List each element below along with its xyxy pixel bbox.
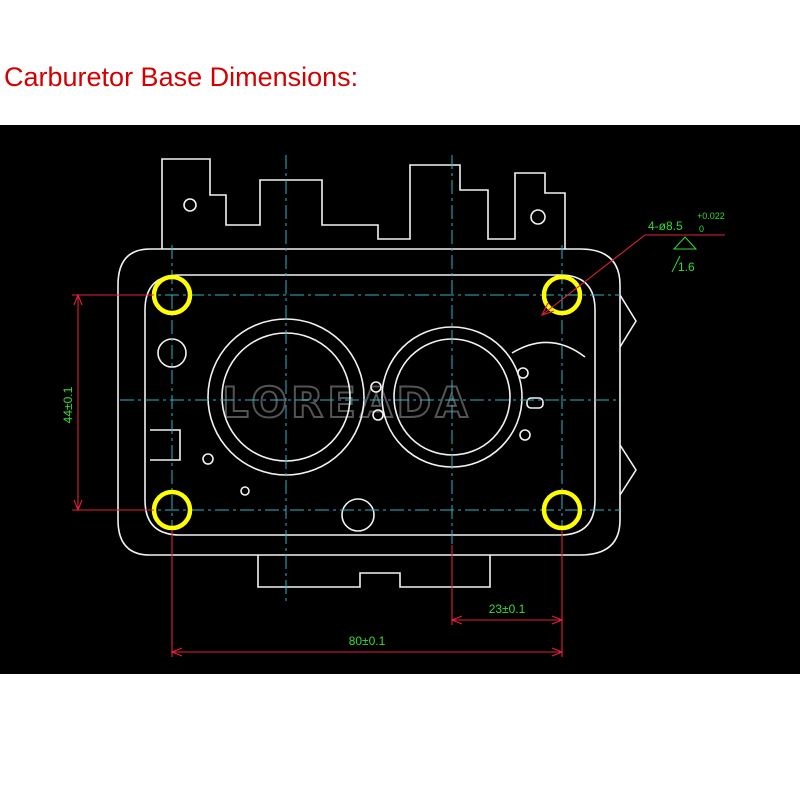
right-lug-top xyxy=(619,294,637,348)
technical-drawing: LOREADA xyxy=(0,125,800,674)
arrow-23-left xyxy=(450,615,463,625)
hole-callout-text: 4-ø8.5 xyxy=(648,219,683,233)
top-boss-left xyxy=(161,158,566,249)
small-hole-5 xyxy=(517,367,529,379)
boss-hole-right xyxy=(530,209,546,225)
left-notch xyxy=(150,429,181,461)
small-hole-1 xyxy=(202,453,214,465)
small-hole-4 xyxy=(372,409,384,421)
arrow-down xyxy=(73,499,83,512)
arrow-80-left xyxy=(170,647,183,657)
hole-callout-tol-lower: 0 xyxy=(699,224,704,234)
mounting-hole-bottom-right xyxy=(541,489,583,531)
page-title: Carburetor Base Dimensions: xyxy=(4,62,359,92)
hole-callout-tol-upper: +0.022 xyxy=(697,211,725,221)
roughness-triangle xyxy=(672,236,698,250)
right-lug-bottom xyxy=(619,444,637,496)
bottom-port xyxy=(341,498,375,532)
base-outline xyxy=(117,248,621,556)
dim-text-23: 23±0.1 xyxy=(489,602,526,616)
roughness-value: 1.6 xyxy=(678,260,695,274)
callout-leader xyxy=(541,234,646,316)
small-hole-2 xyxy=(240,486,250,496)
roughness-stroke xyxy=(671,255,681,273)
slot xyxy=(526,397,544,409)
small-hole-3 xyxy=(370,381,382,393)
callout-arrow xyxy=(540,302,555,316)
mounting-hole-top-right xyxy=(541,274,583,316)
dim-text-80: 80±0.1 xyxy=(349,634,386,648)
arrow-up xyxy=(73,293,83,306)
bottom-tab xyxy=(257,555,491,588)
gasket-outline xyxy=(144,274,596,536)
boss-hole-left xyxy=(183,198,197,212)
watermark-text: LOREADA xyxy=(222,378,472,427)
arrow-80-right xyxy=(551,647,564,657)
carburetor-base-drawing: LOREADA xyxy=(61,155,725,657)
dim-text-44: 44±0.1 xyxy=(61,386,75,423)
small-hole-6 xyxy=(519,429,531,441)
arc-slot xyxy=(511,341,586,358)
